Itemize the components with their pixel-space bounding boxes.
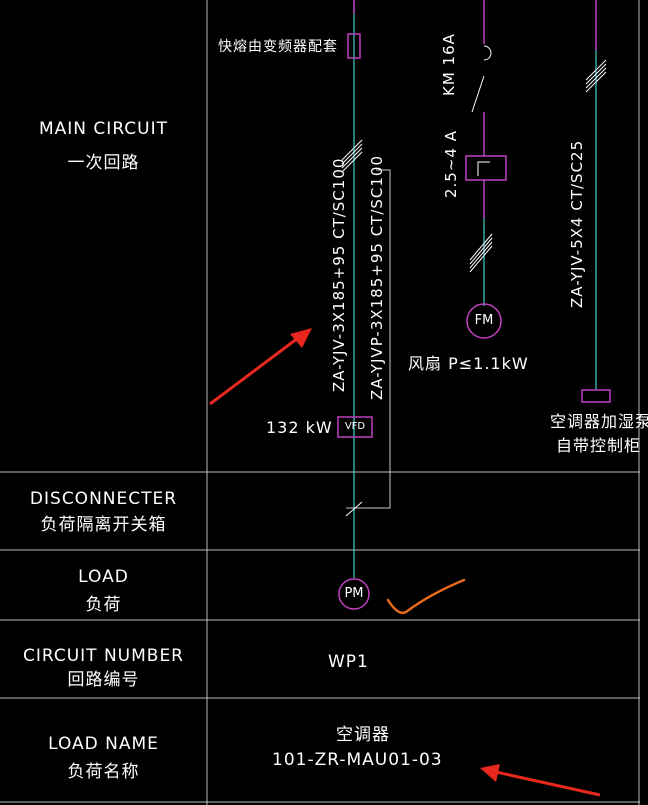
circuit-number-value: WP1	[328, 652, 369, 672]
cable-1-label: ZA-YJV-3X185+95 CT/SC100	[330, 157, 348, 392]
vfd-label: VFD	[344, 421, 366, 432]
row-label-disconnecter: DISCONNECTER 负荷隔离开关箱	[0, 488, 207, 536]
red-arrow-lower	[480, 764, 601, 797]
disconnect-tick	[345, 501, 363, 517]
row-label-en: LOAD	[78, 567, 129, 587]
row-label-load-name: LOAD NAME 负荷名称	[0, 733, 207, 783]
row-label-en: DISCONNECTER	[29, 489, 178, 509]
pm-motor-symbol	[338, 578, 370, 610]
orange-check-mark	[386, 578, 466, 614]
row-label-zh: 负荷隔离开关箱	[40, 515, 167, 535]
fuse-note: 快熔由变频器配套	[218, 39, 338, 55]
load-name-line-2: 101-ZR-MAU01-03	[272, 750, 443, 770]
humidifier-box	[581, 389, 611, 403]
hum-cable-ticks	[585, 59, 607, 93]
row-label-zh: 负荷	[85, 595, 122, 615]
contactor-switch	[471, 75, 485, 113]
row-label-en: CIRCUIT NUMBER	[22, 646, 184, 666]
power-label: 132 kW	[266, 418, 333, 437]
main-cable-ticks	[341, 139, 363, 173]
row-label-load: LOAD 负荷	[0, 566, 207, 616]
fan-cable-ticks	[469, 233, 493, 273]
row-label-en: LOAD NAME	[48, 734, 159, 754]
contactor-label: KM 16A	[440, 33, 458, 96]
humidifier-line-2: 自带控制柜	[556, 436, 642, 455]
fan-label: 风扇 P≤1.1kW	[408, 354, 529, 373]
row-label-zh: 一次回路	[67, 153, 140, 173]
cable-2-label: ZA-YJVP-3X185+95 CT/SC100	[368, 154, 386, 400]
contactor-arc	[483, 45, 492, 61]
fm-motor-symbol	[466, 303, 502, 339]
thermal-relay-box	[465, 155, 507, 181]
row-label-circuit-number: CIRCUIT NUMBER 回路编号	[0, 645, 207, 691]
vfd-box	[337, 416, 373, 438]
cable-bracket	[346, 169, 391, 509]
pm-motor-label: PM	[344, 586, 364, 601]
row-label-en: MAIN CIRCUIT	[39, 119, 168, 139]
red-arrow-upper	[209, 328, 312, 406]
row-label-zh: 回路编号	[67, 670, 140, 690]
load-name-line-1: 空调器	[336, 725, 390, 745]
row-label-main-circuit: MAIN CIRCUIT 一次回路	[0, 118, 207, 174]
row-label-zh: 负荷名称	[67, 762, 140, 782]
fuse-symbol	[347, 33, 361, 59]
thermal-label: 2.5~4 A	[442, 130, 460, 198]
thermal-relay-mark	[477, 161, 490, 176]
cable-3-label: ZA-YJV-5X4 CT/SC25	[568, 139, 586, 308]
humidifier-line-1: 空调器加湿泵	[550, 412, 648, 431]
fm-motor-label: FM	[474, 313, 494, 328]
